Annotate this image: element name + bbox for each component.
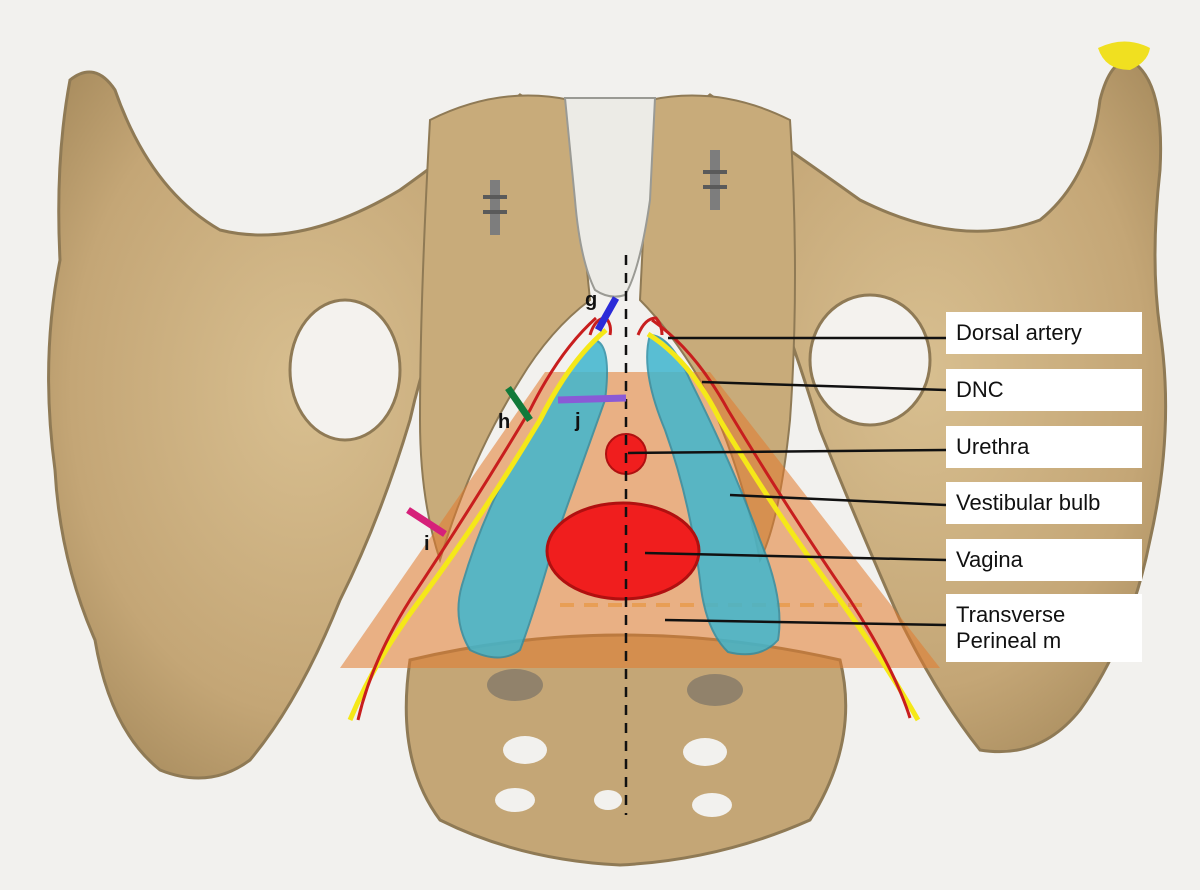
sacral-foramen [503,736,547,764]
sacral-foramen [594,790,622,810]
sacral-foramen [487,669,543,701]
label-dorsal-artery-text: Dorsal artery [956,320,1082,345]
label-urethra-text: Urethra [956,434,1029,459]
label-perineal-text: Perineal m [956,628,1132,654]
left-obturator-foramen [290,300,400,440]
label-dnc-text: DNC [956,377,1004,402]
marker-h-label: h [498,411,510,433]
sacral-foramen [687,674,743,706]
label-vagina-text: Vagina [956,547,1023,572]
label-transverse-text: Transverse [956,602,1132,628]
sacral-foramen [683,738,727,766]
right-obturator-foramen [810,295,930,425]
label-urethra: Urethra [946,426,1142,468]
label-vagina: Vagina [946,539,1142,581]
sacral-foramen [495,788,535,812]
label-transverse-perineal: Transverse Perineal m [946,594,1142,662]
marker-j-label: j [574,410,581,432]
label-vestibular-bulb: Vestibular bulb [946,482,1142,524]
marker-i-label: i [424,533,430,555]
label-dorsal-artery: Dorsal artery [946,312,1142,354]
marker-j-line [558,398,626,400]
label-vestibular-bulb-text: Vestibular bulb [956,490,1100,515]
label-dnc: DNC [946,369,1142,411]
marker-g-label: g [585,289,597,311]
vagina-ellipse [547,503,699,599]
sacral-foramen [692,793,732,817]
